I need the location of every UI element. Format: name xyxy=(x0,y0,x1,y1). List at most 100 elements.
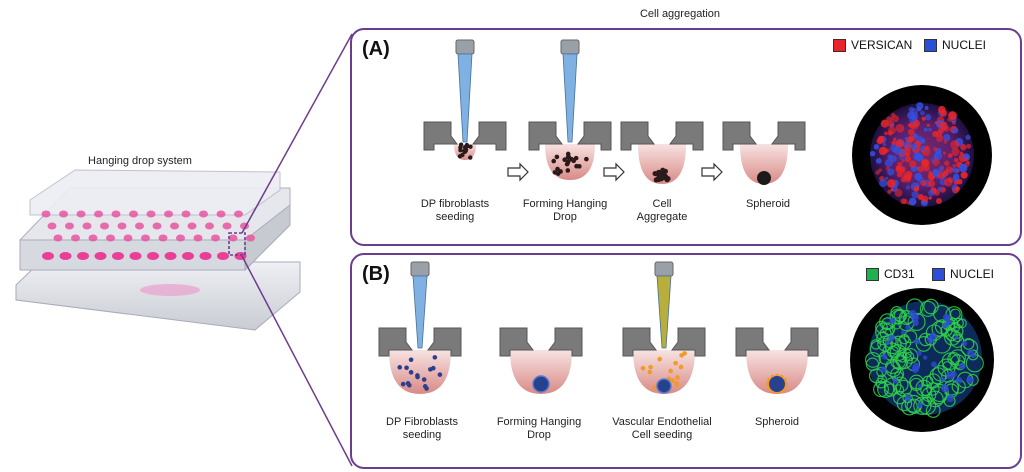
microscopy-speckle xyxy=(896,166,902,172)
step-a4-line1: Spheroid xyxy=(745,198,791,210)
cell xyxy=(565,168,571,173)
microscopy-speckle xyxy=(913,185,920,192)
cell xyxy=(653,177,659,183)
cell-aggregate xyxy=(757,171,771,185)
well-holder-left xyxy=(378,327,413,357)
plate-well xyxy=(94,210,103,218)
microscopy-speckle xyxy=(869,150,876,157)
cell xyxy=(397,365,403,370)
microscopy-nucleus xyxy=(955,376,963,384)
a-step-3 xyxy=(620,121,704,184)
microscopy-speckle xyxy=(928,127,932,132)
cell xyxy=(571,158,577,164)
plate-well-bottom xyxy=(147,252,159,260)
microscopy-speckle xyxy=(937,105,946,114)
microscopy-speckle xyxy=(963,156,968,162)
microscopy-cell-outline xyxy=(934,319,950,335)
microscopy-speckle xyxy=(914,153,923,162)
well-holder-left xyxy=(528,121,563,151)
cell xyxy=(658,176,664,182)
microscopy-speckle xyxy=(921,195,929,203)
microscopy-nucleus xyxy=(905,324,911,331)
microscopy-speckle xyxy=(951,127,959,134)
microscopy-nucleus xyxy=(880,366,887,373)
step-a1-caption: DP fibroblasts seeding xyxy=(410,198,500,224)
microscopy-speckle xyxy=(878,168,883,173)
step-b2-line2: Drop xyxy=(527,429,551,441)
microscopy-speckle xyxy=(888,126,896,135)
plate-well xyxy=(193,234,203,242)
microscopy-speckle xyxy=(897,161,903,167)
microscopy-cell-outline xyxy=(865,351,881,368)
plate-well xyxy=(216,210,226,218)
cell xyxy=(408,370,414,375)
cell xyxy=(422,384,428,389)
microscopy-nucleus xyxy=(961,340,968,346)
cell xyxy=(428,367,433,372)
legend-cd31-label: CD31 xyxy=(884,267,915,281)
microscopy-speckle xyxy=(878,146,888,156)
hanging-drop xyxy=(633,350,695,394)
step-a2-line2: Drop xyxy=(553,211,577,223)
cell xyxy=(400,381,406,387)
microscopy-speckle xyxy=(923,127,928,132)
microscopy-speckle xyxy=(879,178,888,188)
microscopy-speckle xyxy=(913,133,917,137)
cell xyxy=(421,377,427,382)
microscopy-cell-outline xyxy=(904,351,915,362)
microscopy-speckle xyxy=(911,114,917,121)
microscopy-cell-outline xyxy=(883,377,902,395)
step-a3-line1: Cell xyxy=(652,198,672,210)
plate-well xyxy=(152,222,162,230)
microscopy-nucleus xyxy=(916,402,923,408)
microscopy-speckle xyxy=(917,165,925,173)
step-b2-line1: Forming Hanging xyxy=(496,416,582,428)
microscopy-speckle xyxy=(884,158,894,168)
microscopy-nucleus xyxy=(966,376,973,382)
cell xyxy=(574,163,579,169)
cell xyxy=(437,372,443,377)
microscopy-speckle xyxy=(925,114,932,121)
cell xyxy=(640,365,646,371)
plate-well xyxy=(47,222,57,230)
plate-well xyxy=(82,222,92,230)
microscopy-speckle xyxy=(894,189,903,197)
pipette-icon xyxy=(455,39,475,143)
microscopy-speckle xyxy=(907,201,911,205)
microscopy-speckle xyxy=(882,142,887,147)
microscopy-speckle xyxy=(951,147,960,157)
pipette-tip xyxy=(412,275,428,349)
plate-well xyxy=(100,222,109,230)
well-holder-right xyxy=(771,121,806,151)
microscopy-cell-outline xyxy=(923,298,939,315)
microscopy-speckle xyxy=(950,140,960,150)
plate-well xyxy=(199,210,208,218)
plate-well xyxy=(228,234,238,242)
microscopy-speckle xyxy=(904,156,912,163)
microscopy-nucleus xyxy=(916,350,922,356)
microscopy-nucleus xyxy=(940,377,946,382)
plate-well xyxy=(222,222,232,230)
cell-aggregate xyxy=(656,378,672,394)
microscopy-cell-outline xyxy=(931,320,948,337)
microscopy-speckle xyxy=(911,190,919,199)
microscopy-speckle xyxy=(953,157,959,163)
legend-nuclei-label-a: NUCLEI xyxy=(942,38,987,52)
microscopy-nucleus xyxy=(912,362,920,371)
microscopy-speckle xyxy=(956,178,963,185)
microscopy-speckle xyxy=(921,158,929,167)
microscopy-speckle xyxy=(885,166,890,171)
microscopy-speckle xyxy=(887,154,893,160)
pipette-tip xyxy=(656,275,672,349)
microscopy-speckle xyxy=(935,197,942,204)
plate-illustration xyxy=(15,169,301,331)
plate-well-bottom xyxy=(112,252,124,260)
cell xyxy=(670,378,676,384)
plate-well xyxy=(146,210,156,218)
plate-well-bottom xyxy=(42,252,54,260)
pipette-icon xyxy=(560,39,580,143)
microscopy-speckle xyxy=(934,169,941,175)
microscopy-cell-outline xyxy=(875,322,894,342)
cell xyxy=(565,151,571,157)
hanging-drop-system-title: Hanging drop system xyxy=(88,155,192,167)
